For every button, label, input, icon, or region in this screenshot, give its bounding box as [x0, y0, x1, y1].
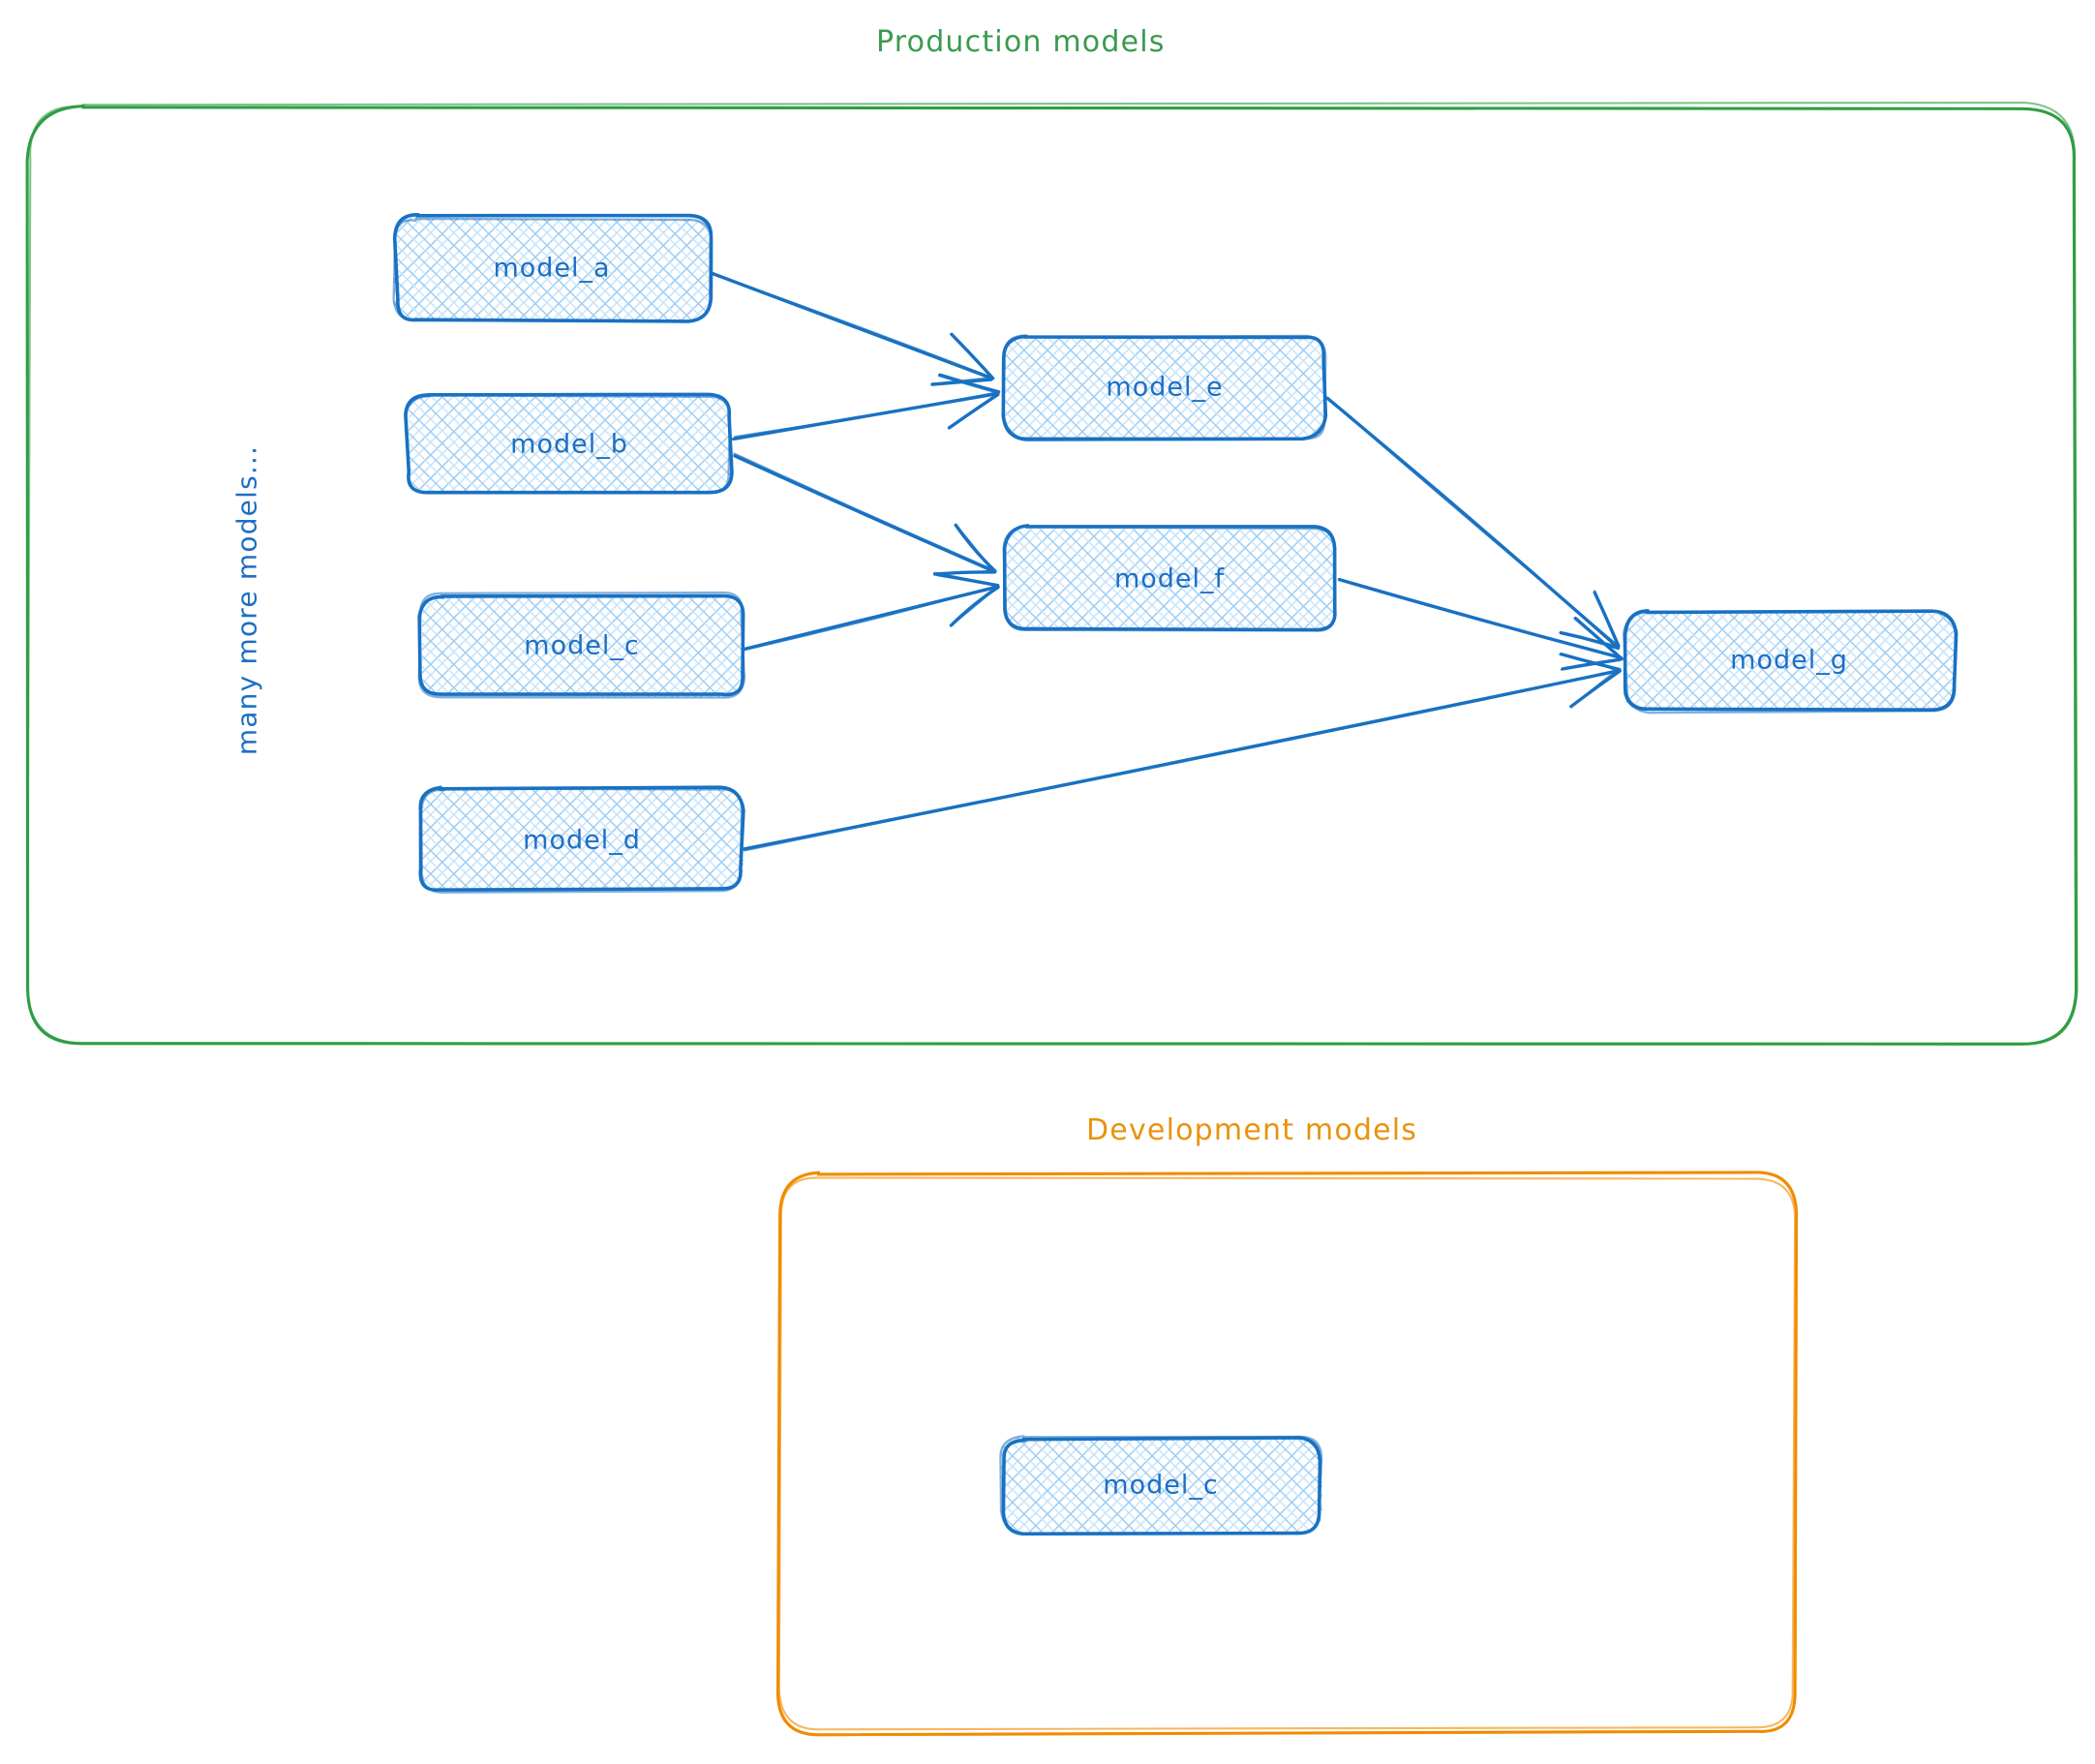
- node-model_g[interactable]: [1622, 609, 1958, 715]
- node-model_e[interactable]: [1001, 334, 1328, 441]
- node-border: [1001, 334, 1327, 441]
- edge-b-e: [732, 373, 1001, 441]
- group-containers: [25, 101, 2079, 1737]
- node-border: [405, 394, 732, 495]
- edge-c-f: [742, 572, 1000, 652]
- group-container-development: [777, 1176, 1797, 1731]
- node-dev_model_c[interactable]: [999, 1435, 1323, 1536]
- edge-d-g: [742, 652, 1622, 852]
- node-border: [1002, 525, 1337, 632]
- edge-f-g: [1337, 577, 1624, 671]
- node-border: [419, 787, 744, 895]
- node-fill: [1000, 1437, 1323, 1535]
- node-boxes: [392, 212, 1958, 1536]
- node-fill: [1003, 529, 1336, 629]
- node-fill: [421, 594, 745, 698]
- node-border: [392, 217, 714, 323]
- edge-b-f: [733, 452, 997, 576]
- node-model_b[interactable]: [404, 392, 734, 495]
- edge-arrows: [707, 271, 1624, 852]
- node-fill: [1623, 609, 1956, 712]
- group-container-production: [26, 101, 2079, 1046]
- annotation-many-more-models: many more models...: [230, 444, 263, 756]
- node-fill: [408, 392, 732, 495]
- edge-e-g: [1325, 396, 1621, 651]
- node-model_d[interactable]: [418, 785, 745, 895]
- node-fill: [393, 217, 711, 320]
- node-model_a[interactable]: [392, 212, 714, 323]
- group-label-development: Development models: [1086, 1113, 1418, 1147]
- node-border: [1622, 609, 1957, 715]
- node-border: [417, 591, 746, 699]
- group-container-development: [775, 1171, 1799, 1737]
- node-border: [999, 1435, 1323, 1536]
- node-model_c[interactable]: [417, 591, 746, 699]
- edge-a-e: [707, 271, 995, 386]
- node-fill: [418, 788, 744, 892]
- node-fill: [1005, 334, 1325, 440]
- group-label-production: Production models: [876, 25, 1166, 59]
- node-model_f[interactable]: [1002, 524, 1337, 632]
